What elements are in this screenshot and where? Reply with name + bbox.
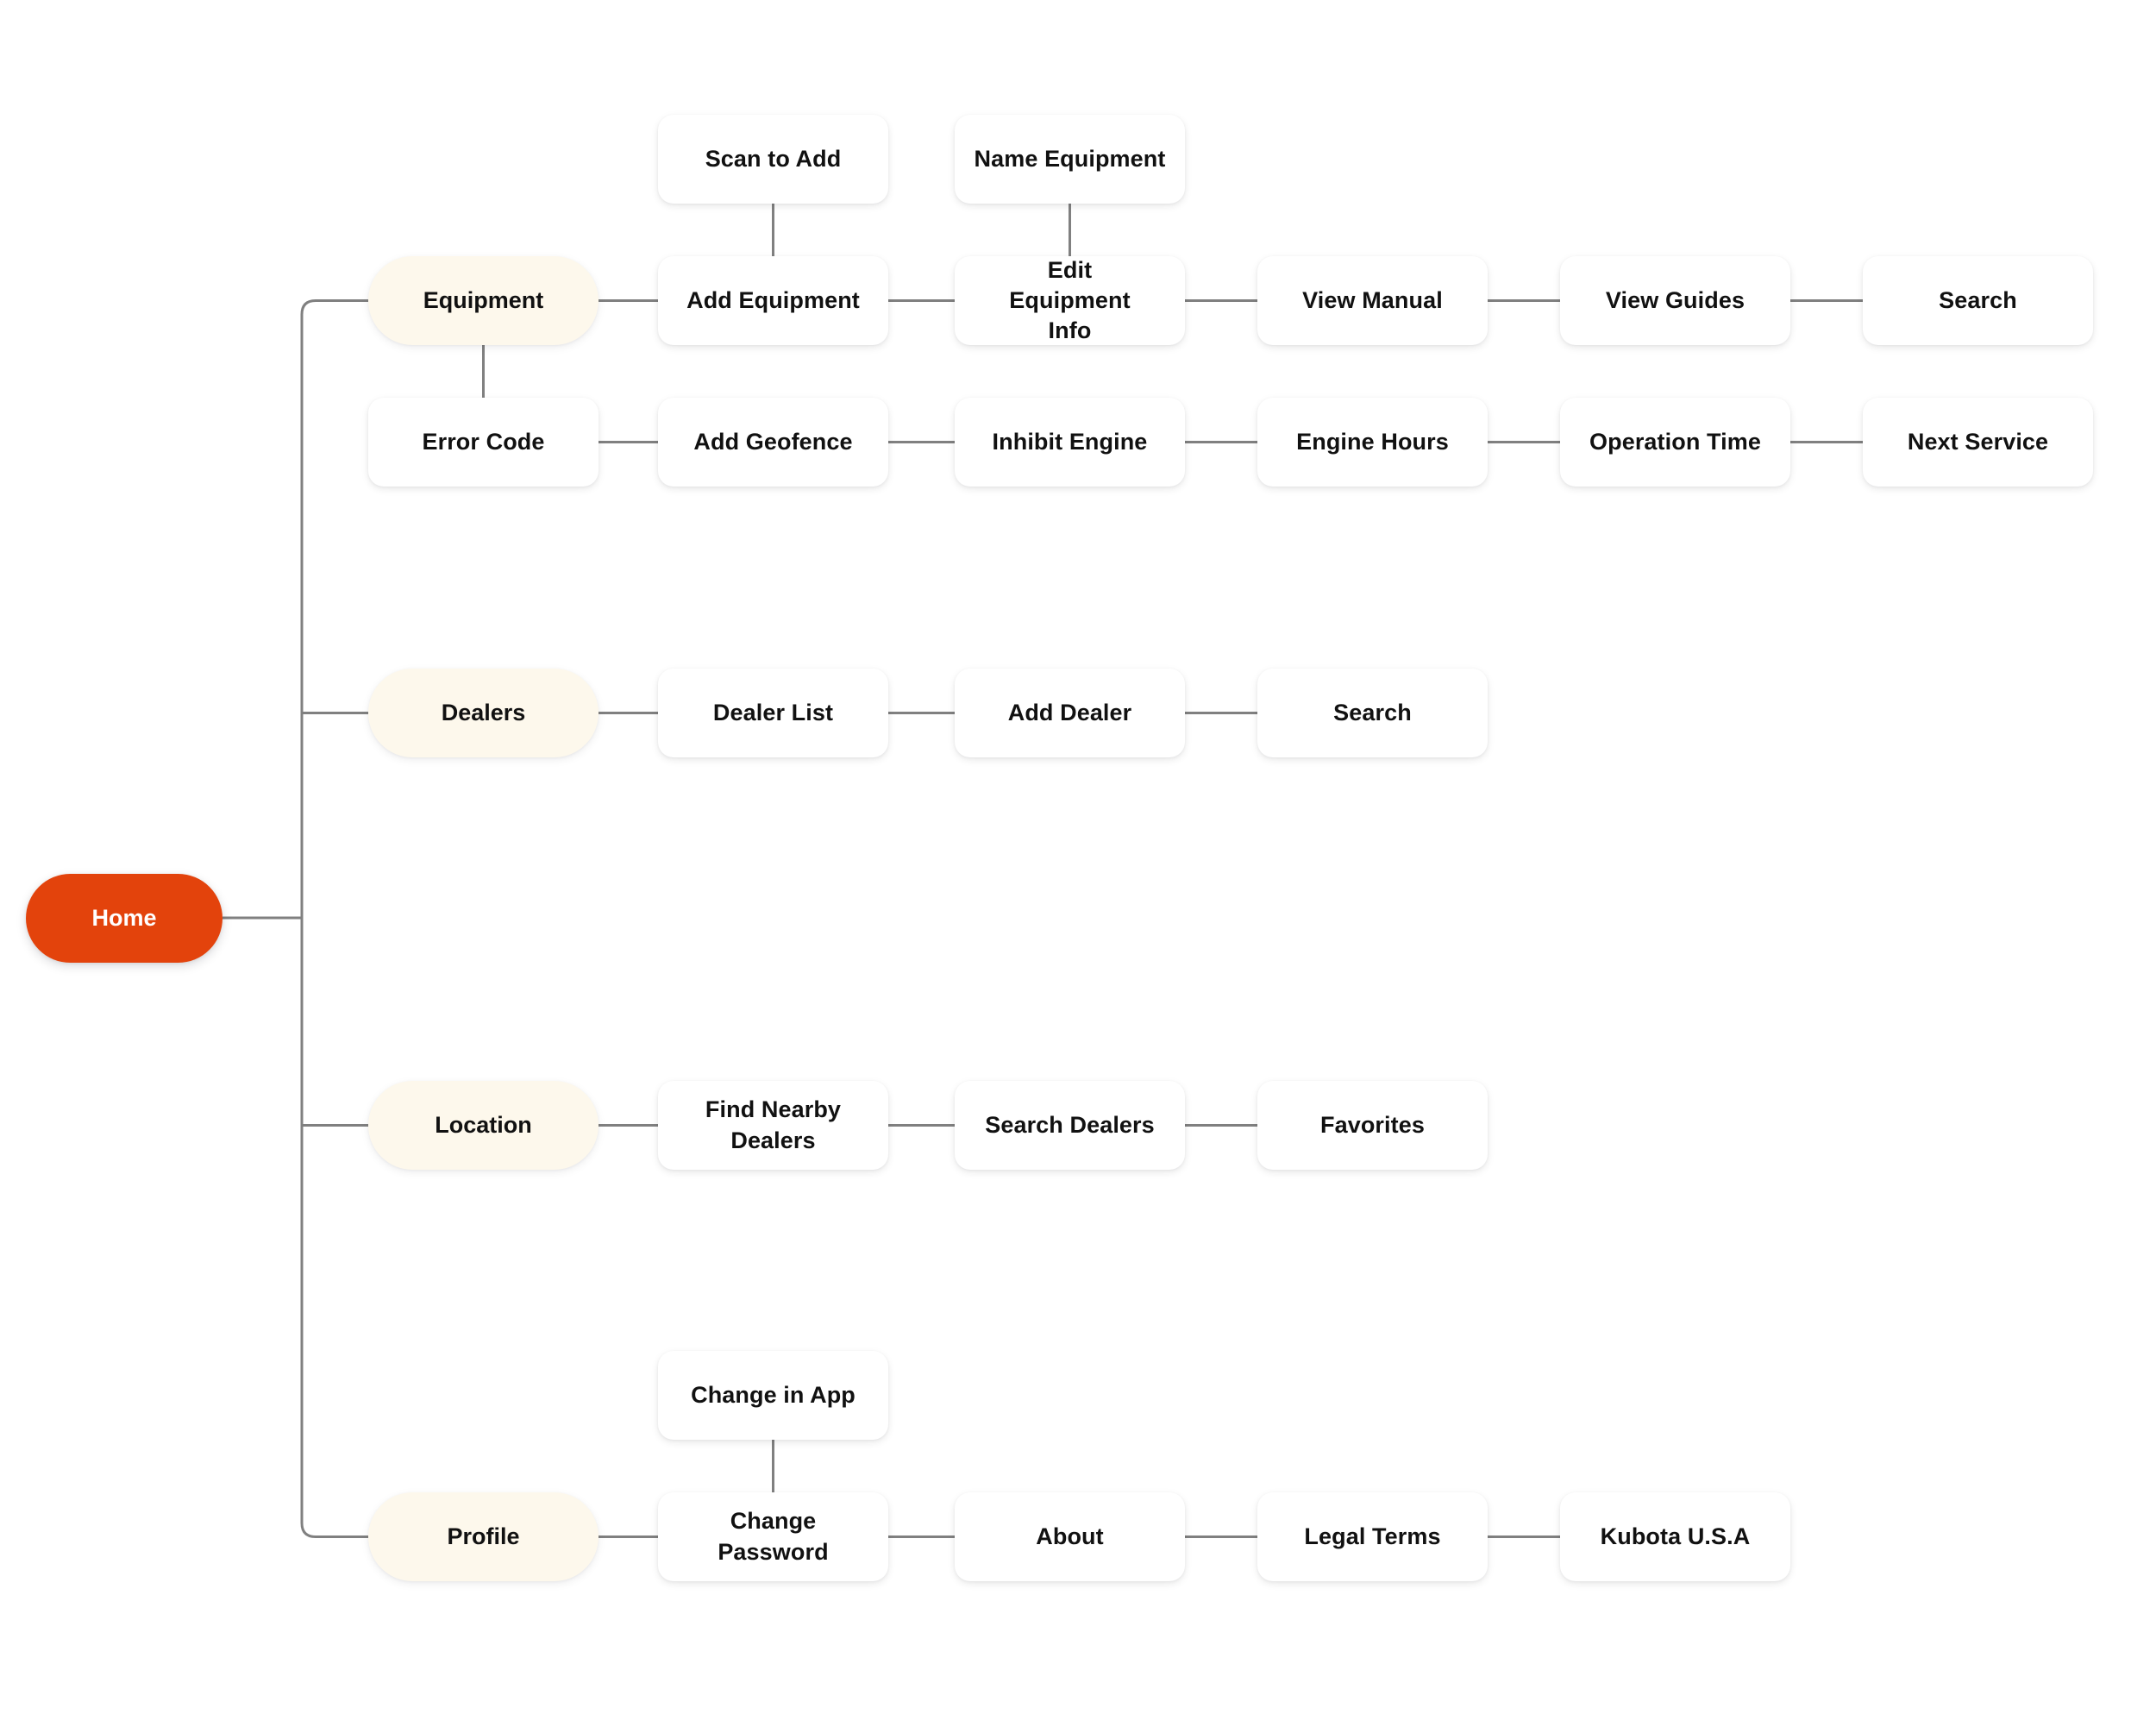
node-label: View Manual	[1302, 286, 1443, 313]
node-add-dealer[interactable]: Add Dealer	[955, 669, 1185, 757]
node-label: Home	[91, 904, 157, 931]
node-label: Add Equipment	[686, 286, 860, 313]
node-legal-terms[interactable]: Legal Terms	[1257, 1492, 1488, 1581]
node-label: Add Dealer	[1007, 699, 1132, 725]
node-label: Equipment	[423, 286, 544, 313]
node-favorites[interactable]: Favorites	[1257, 1081, 1488, 1170]
node-view-guides[interactable]: View Guides	[1560, 256, 1790, 345]
node-label: Name Equipment	[974, 145, 1166, 172]
node-find-nearby-dealers[interactable]: Find Nearby Dealers	[658, 1081, 888, 1170]
node-add-equipment[interactable]: Add Equipment	[658, 256, 888, 345]
node-scan-to-add[interactable]: Scan to Add	[658, 115, 888, 204]
node-kubota-u-s-a[interactable]: Kubota U.S.A	[1560, 1492, 1790, 1581]
node-category-location[interactable]: Location	[368, 1081, 599, 1170]
node-label: View Guides	[1605, 286, 1745, 313]
node-label: Operation Time	[1589, 428, 1761, 455]
node-label: Change in App	[691, 1381, 856, 1408]
node-about[interactable]: About	[955, 1492, 1185, 1581]
node-name-equipment[interactable]: Name Equipment	[955, 115, 1185, 204]
node-label: About	[1036, 1523, 1104, 1549]
node-label: Search Dealers	[985, 1111, 1155, 1138]
node-next-service[interactable]: Next Service	[1863, 398, 2093, 487]
node-label: Legal Terms	[1304, 1523, 1441, 1549]
node-label: Kubota U.S.A	[1600, 1523, 1751, 1549]
node-home-root[interactable]: Home	[26, 874, 222, 963]
node-label: Inhibit Engine	[992, 428, 1148, 455]
node-search[interactable]: Search	[1863, 256, 2093, 345]
node-label: Next Service	[1907, 428, 2049, 455]
node-label: Location	[435, 1111, 532, 1138]
trunk-bottom-corner	[300, 1523, 368, 1538]
node-add-geofence[interactable]: Add Geofence	[658, 398, 888, 487]
node-label: Profile	[447, 1523, 520, 1549]
node-inhibit-engine[interactable]: Inhibit Engine	[955, 398, 1185, 487]
node-label: Scan to Add	[705, 145, 842, 172]
node-category-dealers[interactable]: Dealers	[368, 669, 599, 757]
node-category-equipment[interactable]: Equipment	[368, 256, 599, 345]
node-search-dealers[interactable]: Search Dealers	[955, 1081, 1185, 1170]
node-search[interactable]: Search	[1257, 669, 1488, 757]
node-label: Find Nearby Dealers	[705, 1096, 842, 1153]
node-change-password[interactable]: Change Password	[658, 1492, 888, 1581]
node-label: Dealer List	[712, 699, 834, 725]
node-view-manual[interactable]: View Manual	[1257, 256, 1488, 345]
node-label: Add Geofence	[693, 428, 853, 455]
node-edit-equipment-info[interactable]: Edit Equipment Info	[955, 256, 1185, 345]
node-label: Favorites	[1320, 1111, 1425, 1138]
node-category-profile[interactable]: Profile	[368, 1492, 599, 1581]
node-label: Search	[1939, 286, 2017, 313]
node-engine-hours[interactable]: Engine Hours	[1257, 398, 1488, 487]
node-label: Change Password	[718, 1508, 829, 1565]
node-label: Search	[1333, 699, 1412, 725]
node-label: Error Code	[422, 428, 545, 455]
node-label: Edit Equipment Info	[1009, 256, 1131, 344]
node-error-code[interactable]: Error Code	[368, 398, 599, 487]
node-dealer-list[interactable]: Dealer List	[658, 669, 888, 757]
node-label: Dealers	[441, 699, 526, 725]
node-label: Engine Hours	[1296, 428, 1449, 455]
node-change-in-app[interactable]: Change in App	[658, 1351, 888, 1440]
node-operation-time[interactable]: Operation Time	[1560, 398, 1790, 487]
trunk-top-corner	[300, 299, 368, 315]
